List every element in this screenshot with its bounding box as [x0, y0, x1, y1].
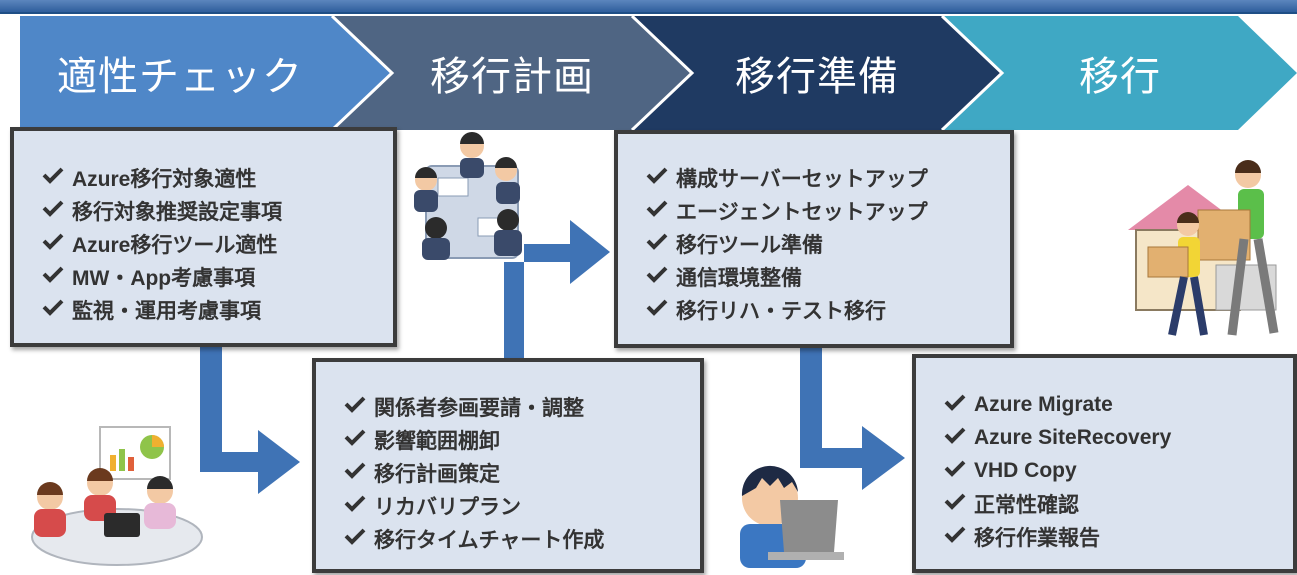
list-item: Azure SiteRecovery — [944, 421, 1293, 454]
list-item: 移行計画策定 — [344, 456, 700, 489]
chevron-suitability — [20, 16, 392, 130]
step-label: 適性チェック — [57, 54, 303, 100]
list-item: 移行ツール準備 — [646, 227, 1010, 260]
list-item: 構成サーバーセットアップ — [646, 161, 1010, 194]
check-icon — [944, 393, 974, 417]
step-migration: 移行 — [1002, 16, 1238, 130]
check-icon — [344, 461, 374, 485]
worker-laptop-illustration — [740, 465, 844, 568]
check-icon — [344, 428, 374, 452]
list-item: 移行作業報告 — [944, 520, 1293, 553]
list-item: Azure移行ツール適性 — [42, 227, 393, 260]
suitability-box: Azure移行対象適性 移行対象推奨設定事項 Azure移行ツール適性 MW・A… — [10, 127, 397, 347]
check-icon — [944, 459, 974, 483]
check-icon — [944, 492, 974, 516]
step-planning: 移行計画 — [392, 16, 632, 130]
planning-box: 関係者参画要請・調整 影響範囲棚卸 移行計画策定 リカバリプラン 移行タイムチャ… — [312, 358, 704, 573]
check-icon — [646, 166, 676, 190]
team-meeting-illustration — [31, 426, 203, 566]
chevron-migration — [942, 16, 1297, 130]
list-item: リカバリプラン — [344, 489, 700, 522]
step-label: 移行 — [1079, 54, 1161, 100]
chevron-planning — [332, 16, 692, 130]
step-label: 移行計画 — [430, 54, 594, 100]
meeting-illustration — [414, 132, 522, 260]
chevron-preparation — [632, 16, 1002, 130]
movers-illustration — [1128, 160, 1279, 336]
check-icon — [646, 298, 676, 322]
check-icon — [944, 525, 974, 549]
list-item: 正常性確認 — [944, 487, 1293, 520]
check-icon — [42, 166, 72, 190]
check-icon — [646, 199, 676, 223]
check-icon — [646, 265, 676, 289]
step-suitability: 適性チェック — [30, 16, 330, 130]
arrow-suitability-to-planning — [200, 342, 300, 494]
check-icon — [344, 395, 374, 419]
process-chevrons — [20, 14, 1297, 132]
list-item: 通信環境整備 — [646, 260, 1010, 293]
list-item: 移行対象推奨設定事項 — [42, 194, 393, 227]
check-icon — [42, 232, 72, 256]
list-item: MW・App考慮事項 — [42, 260, 393, 293]
check-icon — [344, 494, 374, 518]
check-icon — [944, 426, 974, 450]
check-icon — [646, 232, 676, 256]
step-preparation: 移行準備 — [692, 16, 942, 130]
check-icon — [42, 265, 72, 289]
list-item: Azure Migrate — [944, 388, 1293, 421]
list-item: エージェントセットアップ — [646, 194, 1010, 227]
header-bar — [0, 0, 1297, 14]
list-item: 移行リハ・テスト移行 — [646, 293, 1010, 326]
list-item: VHD Copy — [944, 454, 1293, 487]
check-icon — [344, 527, 374, 551]
list-item: 影響範囲棚卸 — [344, 423, 700, 456]
list-item: 移行タイムチャート作成 — [344, 522, 700, 555]
list-item: Azure移行対象適性 — [42, 161, 393, 194]
list-item: 監視・運用考慮事項 — [42, 293, 393, 326]
migration-box: Azure Migrate Azure SiteRecovery VHD Cop… — [912, 354, 1297, 573]
check-icon — [42, 199, 72, 223]
check-icon — [42, 298, 72, 322]
preparation-box: 構成サーバーセットアップ エージェントセットアップ 移行ツール準備 通信環境整備… — [614, 130, 1014, 348]
step-label: 移行準備 — [735, 54, 899, 100]
list-item: 関係者参画要請・調整 — [344, 390, 700, 423]
